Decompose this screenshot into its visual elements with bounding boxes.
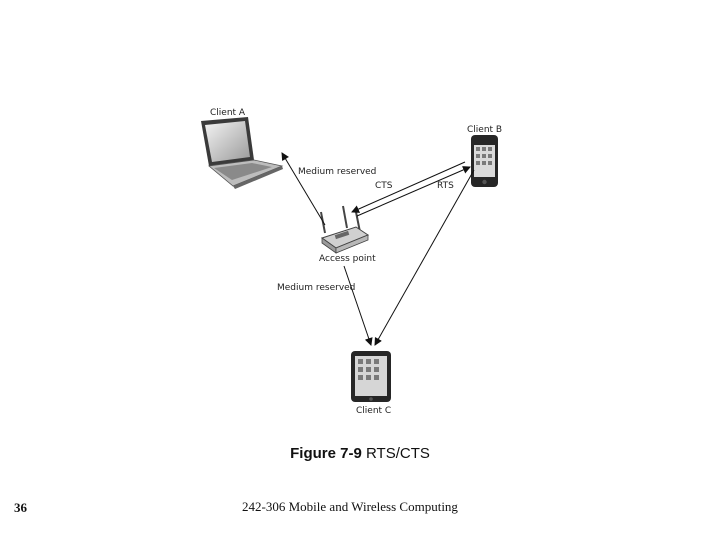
tablet-icon: [351, 351, 391, 402]
cts-arrow: [351, 161, 466, 213]
figure-number: Figure 7-9: [290, 445, 362, 462]
medium-reserved-label-c: Medium reserved: [277, 283, 355, 293]
smartphone-icon: [471, 135, 498, 187]
access-point-label: Access point: [319, 254, 376, 264]
rts-label: RTS: [437, 181, 454, 191]
slide-number: 36: [14, 500, 27, 515]
medium-reserved-arrow-c: [343, 265, 373, 346]
medium-reserved-arrow-a: [281, 152, 326, 226]
rts-arrow: [356, 166, 471, 217]
client-b-to-c-arrow: [374, 169, 475, 346]
client-a-label: Client A: [210, 108, 246, 118]
client-c-label: Client C: [356, 406, 391, 416]
client-b-label: Client B: [467, 125, 502, 135]
figure-title: RTS/CTS: [361, 445, 430, 462]
cts-label: CTS: [375, 181, 393, 191]
footer-course: 242-306 Mobile and Wireless Computing: [242, 499, 458, 514]
figure-caption: Figure 7-9 RTS/CTS: [0, 445, 720, 462]
medium-reserved-label-a: Medium reserved: [298, 167, 376, 177]
laptop-icon: [201, 117, 284, 189]
access-point-icon: [320, 205, 370, 254]
